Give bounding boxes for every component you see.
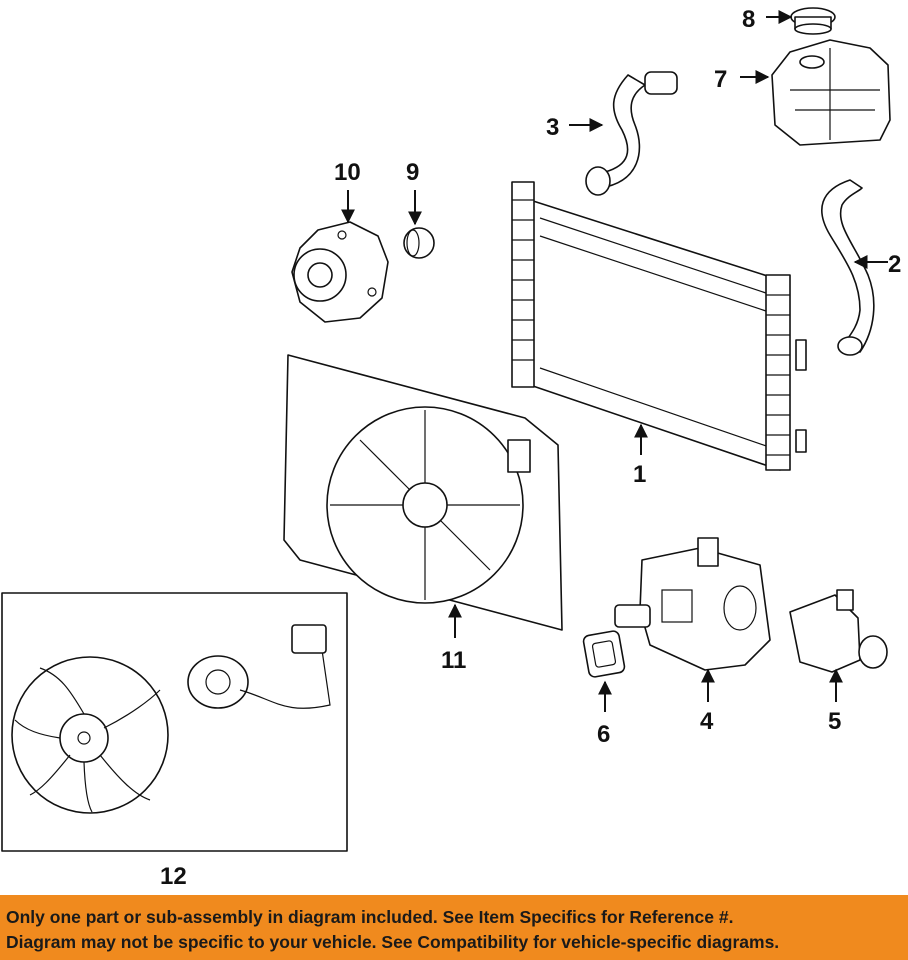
disclaimer-line-2: Diagram may not be specific to your vehi… xyxy=(6,932,780,952)
fan-shroud-part xyxy=(283,354,563,631)
water-pump-part xyxy=(291,221,389,323)
upper-hose-part xyxy=(585,71,678,196)
callout-1: 1 xyxy=(633,461,646,488)
radiator-part xyxy=(511,181,807,471)
callout-9: 9 xyxy=(406,159,419,186)
disclaimer-banner: Only one part or sub-assembly in diagram… xyxy=(0,895,908,960)
coolant-outlet-part xyxy=(789,589,888,673)
parts-diagram: 8 7 3 2 10 9 xyxy=(1,6,901,890)
fan-assembly-part xyxy=(11,624,331,814)
callout-2: 2 xyxy=(888,251,901,278)
disclaimer-line-1: Only one part or sub-assembly in diagram… xyxy=(6,907,734,927)
callout-11: 11 xyxy=(441,647,466,674)
thermostat-housing-part xyxy=(614,537,771,671)
callout-5: 5 xyxy=(828,708,841,735)
lower-hose-part xyxy=(821,179,875,356)
callout-3: 3 xyxy=(546,114,559,141)
reservoir-cap-part xyxy=(790,7,836,35)
callout-6: 6 xyxy=(597,721,610,748)
callout-12: 12 xyxy=(160,863,187,890)
callout-8: 8 xyxy=(742,6,755,33)
callout-7: 7 xyxy=(714,66,727,93)
coolant-reservoir-part xyxy=(771,39,891,146)
callout-10: 10 xyxy=(334,159,361,186)
thermostat-gasket-part xyxy=(582,630,626,678)
pump-seal-part xyxy=(403,227,435,259)
callout-4: 4 xyxy=(700,708,714,735)
